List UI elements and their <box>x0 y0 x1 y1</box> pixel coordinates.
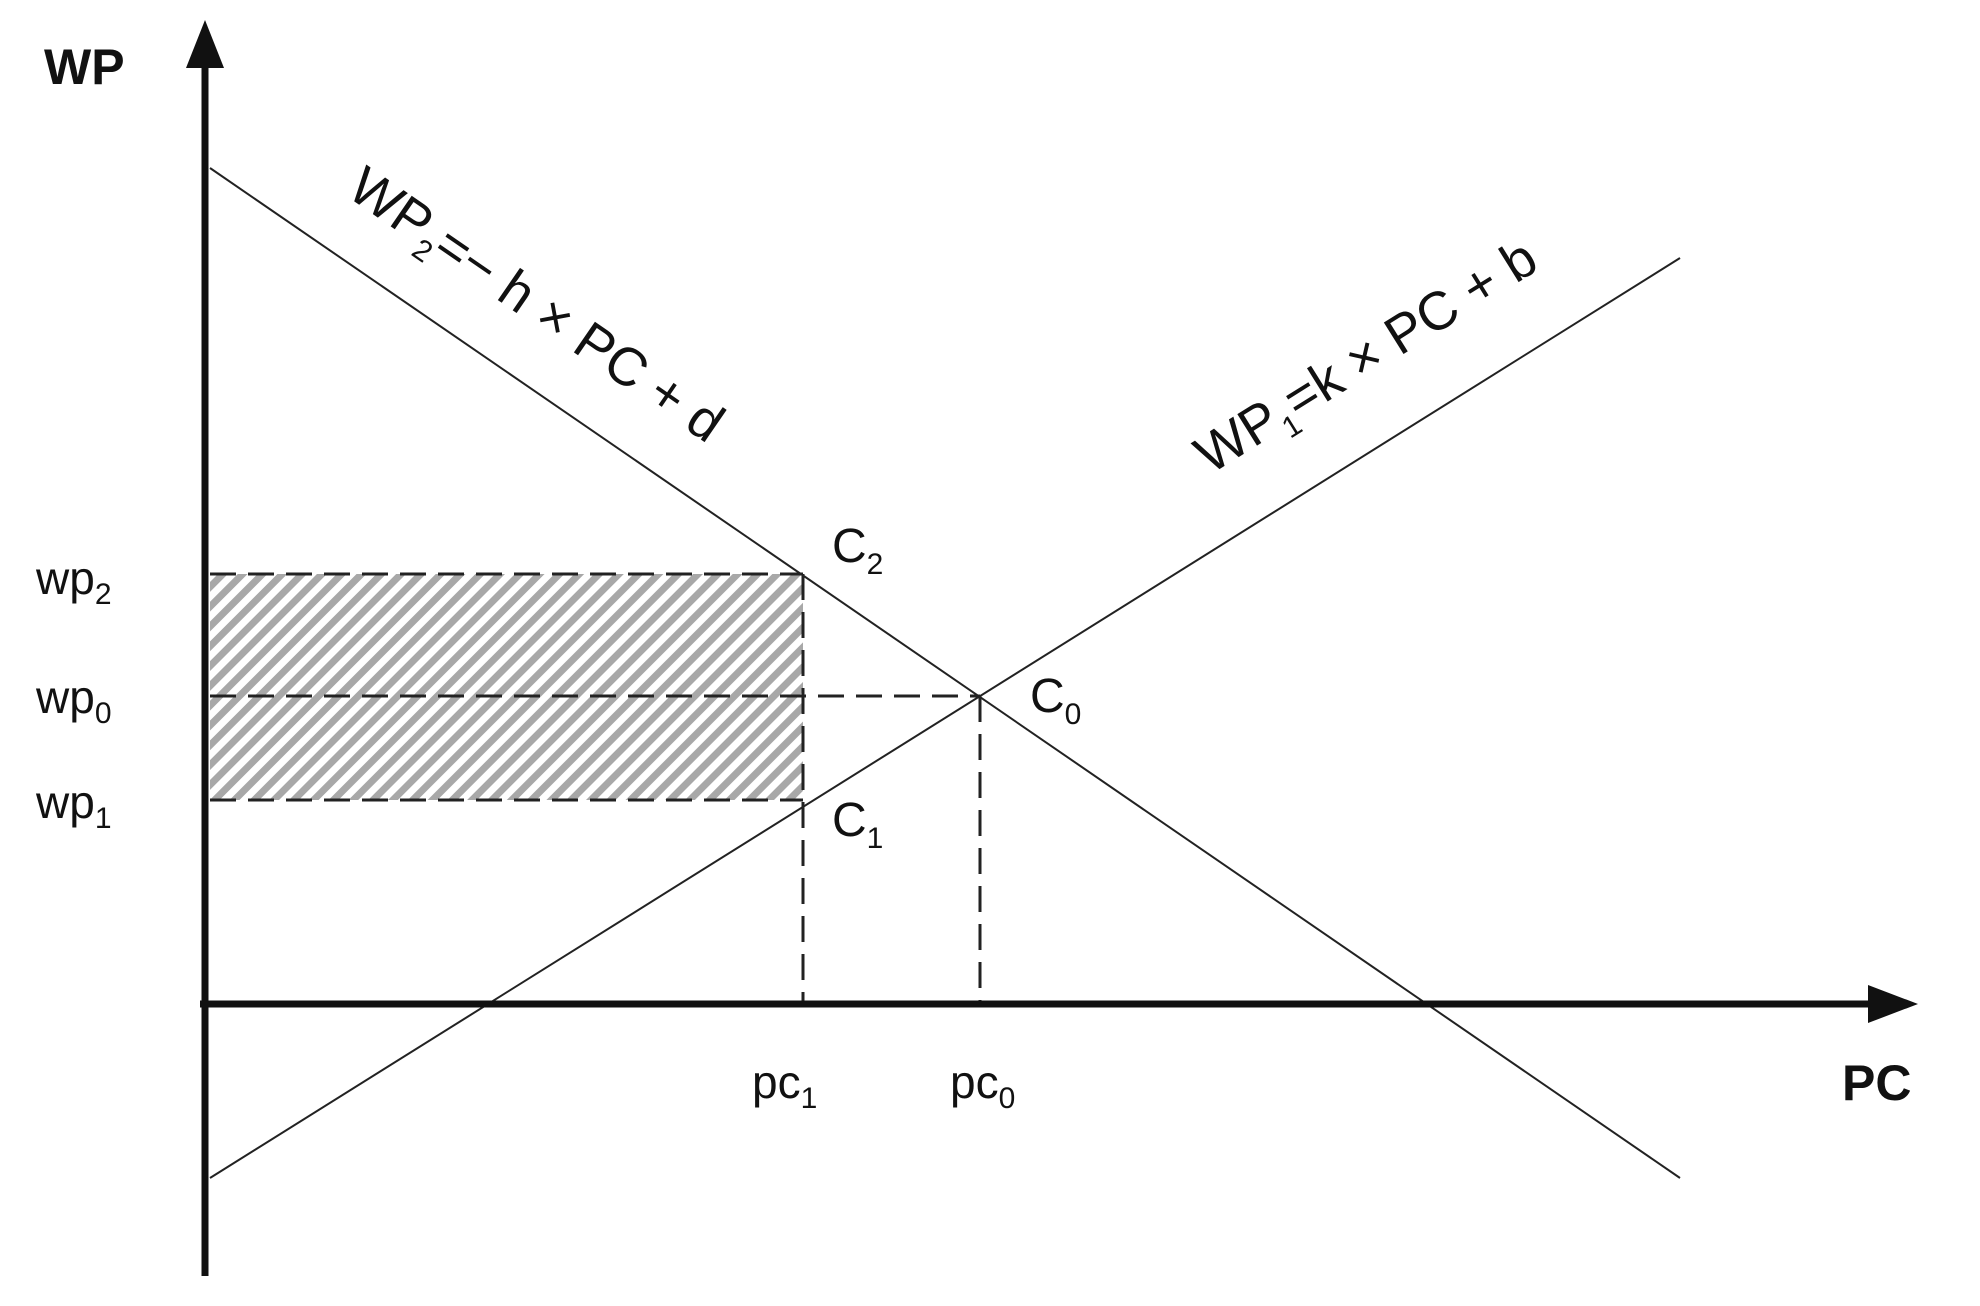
y-tick-wp1: wp1 <box>35 776 112 835</box>
demand-line <box>209 167 1681 1179</box>
demand-eq-rhs: =− h × PC + d <box>424 214 735 454</box>
point-c1-sub: 1 <box>867 822 884 855</box>
point-c0-label: C0 <box>1030 670 1081 731</box>
x-tick-pc1-sub: 1 <box>801 1082 818 1115</box>
x-axis-title: PC <box>1842 1055 1911 1111</box>
point-c0-base: C <box>1030 670 1065 723</box>
demand-equation: WP2=− h × PC + d <box>334 155 735 459</box>
y-tick-wp2: wp2 <box>35 552 112 611</box>
supply-equation: WP1=k × PC + b <box>1185 227 1552 491</box>
x-tick-pc0-sub: 0 <box>999 1082 1016 1115</box>
y-tick-wp0-base: wp <box>35 671 95 723</box>
x-tick-pc1-base: pc <box>752 1056 801 1108</box>
point-c1-base: C <box>832 794 867 847</box>
x-tick-pc0-base: pc <box>950 1056 999 1108</box>
x-tick-pc1: pc1 <box>752 1056 817 1115</box>
guide-lines <box>210 572 982 1004</box>
y-tick-wp1-base: wp <box>35 776 95 828</box>
supply-eq-rhs: =k × PC + b <box>1272 227 1547 430</box>
y-tick-wp0-sub: 0 <box>95 697 112 730</box>
y-tick-wp0: wp0 <box>35 671 112 730</box>
point-c1-label: C1 <box>832 794 883 855</box>
x-axis-arrowhead <box>1868 985 1918 1023</box>
y-tick-wp2-sub: 2 <box>95 578 112 611</box>
y-axis-title: WP <box>44 39 125 95</box>
y-tick-wp2-base: wp <box>35 552 95 604</box>
point-c2-label: C2 <box>832 520 883 581</box>
point-c0-sub: 0 <box>1065 698 1082 731</box>
x-tick-pc0: pc0 <box>950 1056 1015 1115</box>
y-axis-arrowhead <box>186 20 224 68</box>
point-c2-sub: 2 <box>867 548 884 581</box>
supply-line <box>209 257 1681 1179</box>
hatched-area <box>210 574 803 800</box>
supply-eq-lhs: WP <box>1185 388 1291 485</box>
y-tick-wp1-sub: 1 <box>95 802 112 835</box>
point-c2-base: C <box>832 520 867 573</box>
